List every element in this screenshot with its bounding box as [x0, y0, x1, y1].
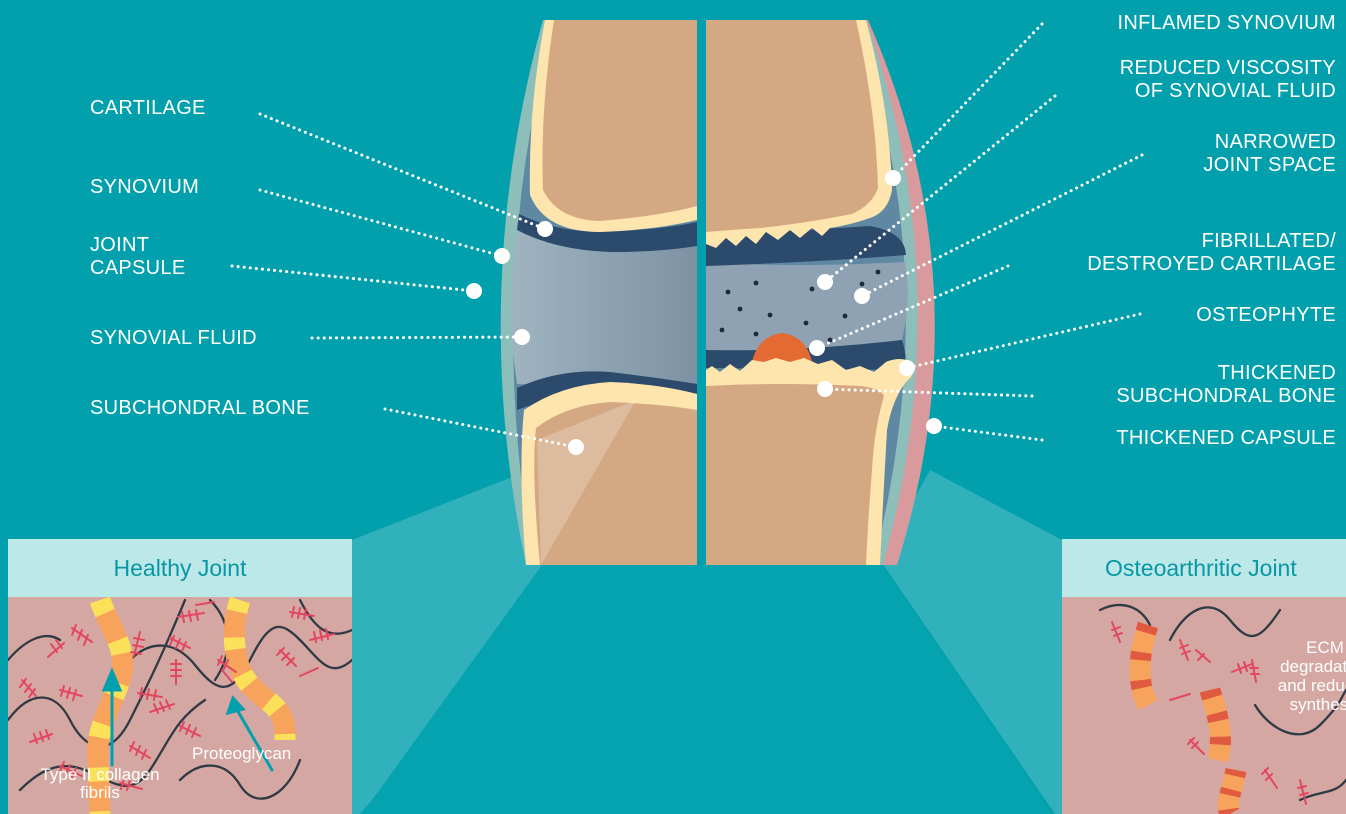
label-thickened-capsule: THICKENED CAPSULE	[1116, 427, 1336, 450]
oa-femur-bone	[706, 20, 878, 232]
label-inflamed-synovium: INFLAMED SYNOVIUM	[1118, 12, 1336, 35]
healthy-joint-half	[501, 20, 697, 565]
fibrillated-cartilage-marker	[809, 340, 825, 356]
label-subchondral-bone: SUBCHONDRAL BONE	[90, 397, 310, 420]
label-osteophyte: OSTEOPHYTE	[1196, 304, 1336, 327]
oa-joint-half	[706, 20, 935, 565]
narrowed-joint-space-marker	[854, 288, 870, 304]
thickened-capsule-marker	[926, 418, 942, 434]
inflamed-synovium-marker	[885, 170, 901, 186]
label-reduced-viscosity: REDUCED VISCOSITY OF SYNOVIAL FLUID	[1120, 57, 1336, 103]
proteoglycan-label: Proteoglycan	[192, 745, 322, 763]
collagen-label: Type II collagen fibrils	[30, 766, 170, 802]
osteophyte-marker	[899, 360, 915, 376]
label-cartilage: CARTILAGE	[90, 97, 206, 120]
joint-capsule-marker	[466, 283, 482, 299]
healthy-joint-title: Healthy Joint	[8, 539, 352, 597]
label-synovium: SYNOVIUM	[90, 176, 199, 199]
label-joint-capsule: JOINT CAPSULE	[90, 234, 185, 280]
oa-tibia-bone	[706, 384, 884, 565]
oa-synovial-fluid	[706, 262, 908, 350]
synovial-fluid-marker	[514, 329, 530, 345]
cartilage-marker	[537, 221, 553, 237]
oa-joint-title: Osteoarthritic Joint	[1062, 539, 1346, 597]
label-narrowed-joint-space: NARROWED JOINT SPACE	[1203, 131, 1336, 177]
label-fibrillated-cartilage: FIBRILLATED/ DESTROYED CARTILAGE	[1087, 230, 1336, 276]
thickened-subchondral-marker	[817, 381, 833, 397]
synovium-marker	[494, 248, 510, 264]
label-thickened-subchondral-bone: THICKENED SUBCHONDRAL BONE	[1116, 362, 1336, 408]
ecm-degradation-label: ECM degradation and reduced synthesis	[1270, 638, 1346, 714]
subchondral-bone-marker	[568, 439, 584, 455]
reduced-viscosity-marker	[817, 274, 833, 290]
label-synovial-fluid: SYNOVIAL FLUID	[90, 327, 257, 350]
femur-bone	[542, 20, 697, 221]
